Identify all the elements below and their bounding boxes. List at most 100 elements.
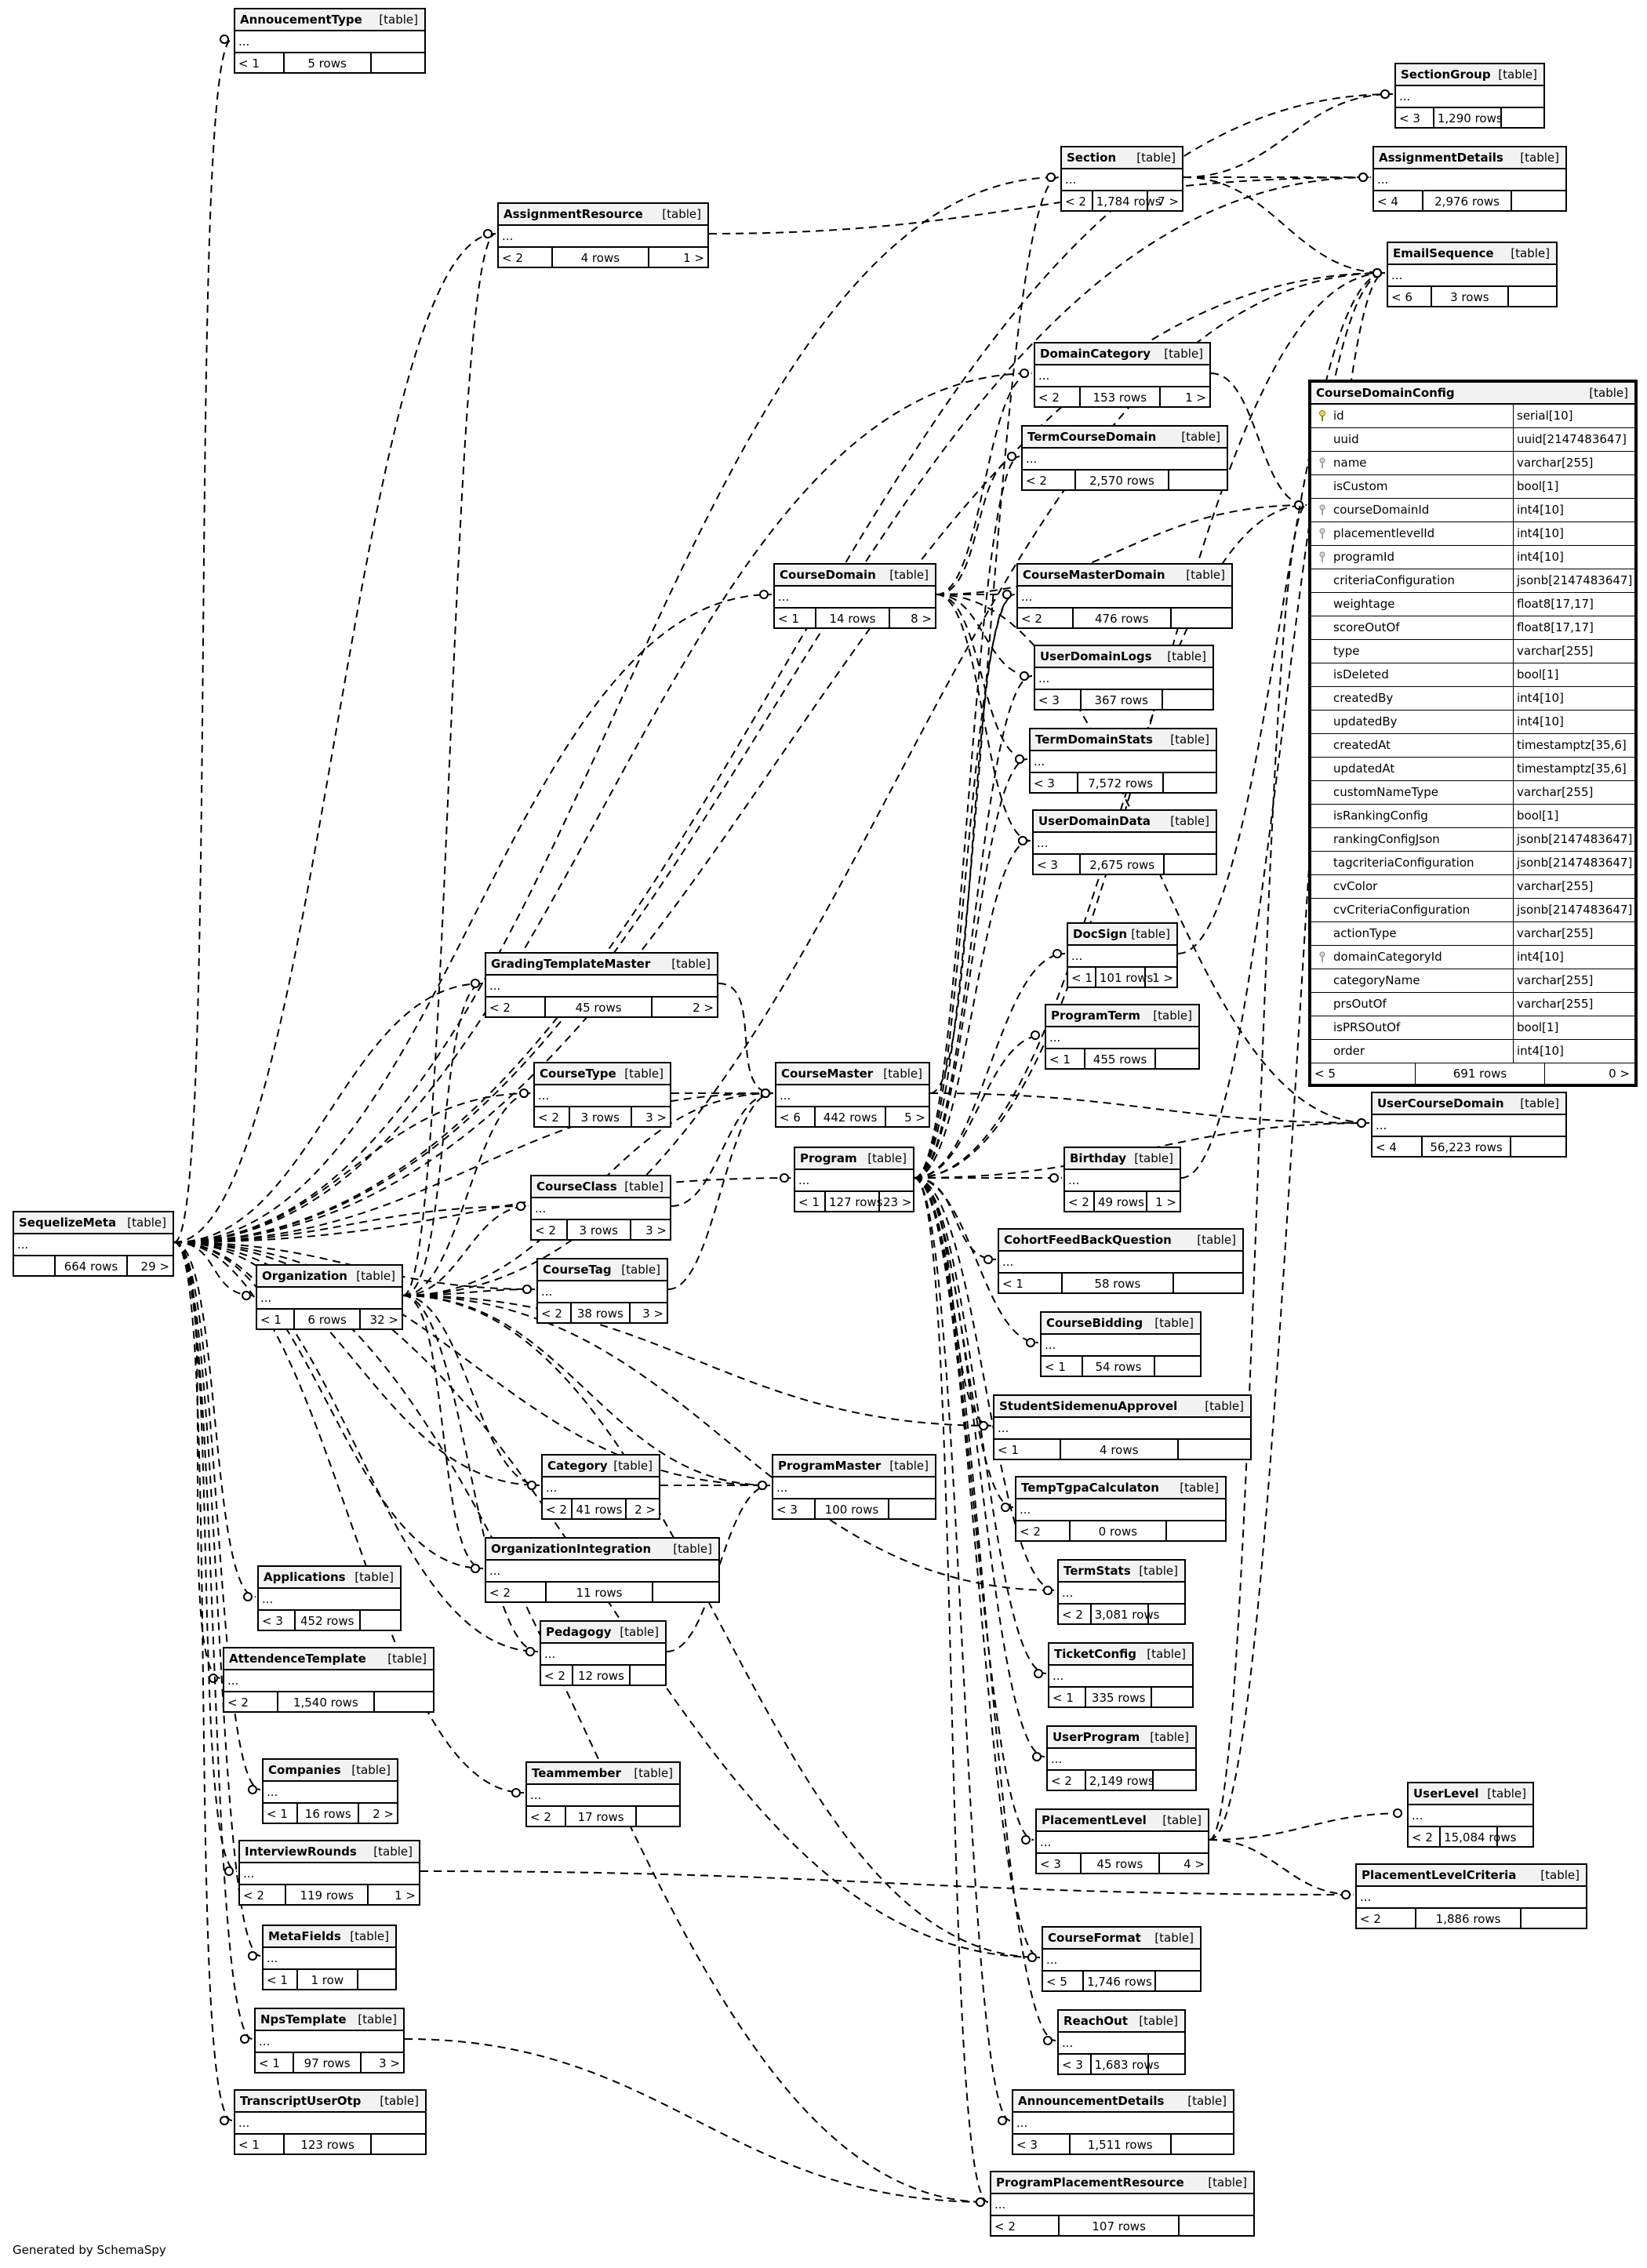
children-count[interactable] [1172,2135,1233,2154]
parents-count[interactable]: < 5 [1043,1972,1084,1990]
parents-count[interactable]: < 5 [1311,1063,1416,1084]
parents-count[interactable]: < 3 [1034,855,1082,874]
parents-count[interactable]: < 2 [541,1666,574,1685]
table-columns-collapsed[interactable]: ... [1059,2033,1184,2055]
parents-count[interactable]: < 1 [775,609,817,627]
table-columns-collapsed[interactable]: ... [1035,365,1209,387]
parents-count[interactable]: < 1 [1068,968,1096,987]
table-columns-collapsed[interactable]: ... [486,976,717,998]
table-columns-collapsed[interactable]: ... [994,1418,1250,1440]
children-count[interactable] [375,1692,433,1711]
children-count[interactable] [1509,287,1556,306]
table-columns-collapsed[interactable]: ... [1046,1027,1198,1049]
children-count[interactable]: 1 > [1185,391,1206,405]
children-count[interactable] [1149,2055,1184,2074]
parents-count[interactable]: < 2 [1357,1909,1416,1928]
table-columns-collapsed[interactable]: ... [486,1561,718,1583]
children-count[interactable] [889,1499,935,1518]
parents-count[interactable]: < 4 [1374,191,1424,210]
parents-count[interactable]: < 1 [257,1310,295,1328]
parents-count[interactable]: < 3 [259,1611,296,1630]
children-count[interactable]: 2 > [693,1001,714,1015]
table-columns-collapsed[interactable]: ... [1062,169,1182,191]
parents-count[interactable]: < 3 [1031,773,1079,792]
children-count[interactable]: 1 > [1155,1195,1176,1209]
children-count[interactable] [1169,471,1227,489]
table-columns-collapsed[interactable]: ... [991,2194,1253,2216]
children-count[interactable] [1154,1771,1195,1790]
parents-count[interactable]: < 1 [994,1440,1061,1459]
parents-count[interactable]: < 2 [1048,1771,1086,1790]
parents-count[interactable]: < 3 [1037,1854,1082,1873]
children-count[interactable] [1152,1688,1192,1706]
parents-count[interactable] [14,1256,56,1275]
children-count[interactable]: 3 > [645,1110,667,1125]
children-count[interactable] [637,1807,679,1826]
parents-count[interactable]: < 6 [1388,287,1432,306]
children-count[interactable]: 3 > [642,1307,664,1321]
table-columns-collapsed[interactable]: ... [999,1252,1242,1274]
children-count[interactable] [1155,1357,1200,1376]
parents-count[interactable]: < 1 [1049,1688,1087,1706]
children-count[interactable] [1164,773,1216,792]
table-columns-collapsed[interactable]: ... [1357,1887,1586,1909]
children-count[interactable]: 32 > [369,1313,398,1327]
table-columns-collapsed[interactable]: ... [1034,833,1216,855]
children-count[interactable] [1149,1605,1184,1623]
children-count[interactable]: 23 > [883,1195,912,1209]
children-count[interactable] [631,1666,665,1685]
children-count[interactable] [1180,2216,1253,2235]
table-columns-collapsed[interactable]: ... [259,1589,400,1611]
children-count[interactable]: 4 > [1183,1857,1205,1871]
children-count[interactable] [1179,1440,1250,1459]
parents-count[interactable]: < 1 [264,1970,298,1989]
children-count[interactable] [1174,1274,1242,1292]
parents-count[interactable]: < 1 [264,1804,299,1823]
table-columns-collapsed[interactable]: ... [1374,169,1565,191]
parents-count[interactable]: < 2 [527,1807,567,1826]
table-columns-collapsed[interactable]: ... [775,587,935,609]
table-columns-collapsed[interactable]: ... [256,2031,403,2053]
children-count[interactable]: 0 > [1609,1067,1630,1081]
table-columns-collapsed[interactable]: ... [1059,1583,1184,1605]
table-columns-collapsed[interactable]: ... [1035,668,1213,690]
table-columns-collapsed[interactable]: ... [527,1785,679,1807]
children-count[interactable]: 8 > [911,612,932,626]
